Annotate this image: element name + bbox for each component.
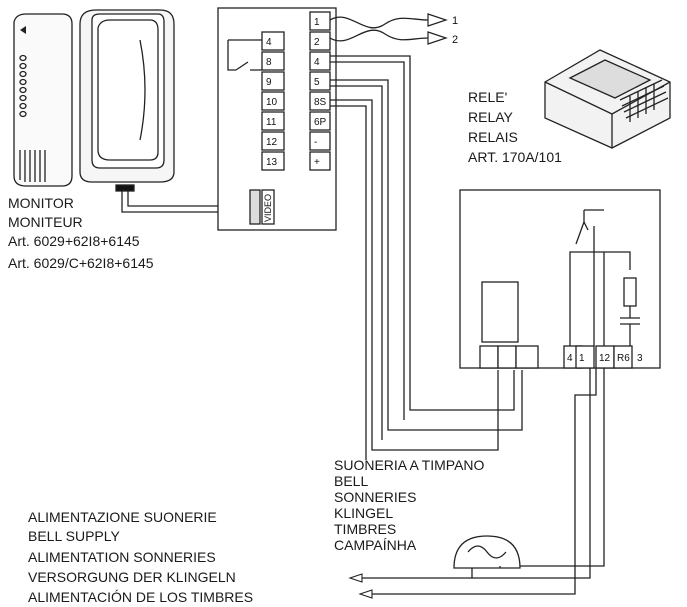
supply-wires <box>470 368 605 580</box>
supply-label-line: BELL SUPPLY <box>28 528 120 544</box>
bell-label-line: CAMPAÍNHA <box>334 537 417 553</box>
output-1-label: 1 <box>452 15 458 27</box>
right-terminal <box>309 71 331 91</box>
left-terminal <box>261 111 285 131</box>
bell-label-line: TIMBRES <box>334 521 396 537</box>
monitor-label: MONITOR MONITEUR Art. 6029+62I8+6145 Art… <box>8 195 154 271</box>
left-terminal-label: 8 <box>266 57 272 68</box>
left-terminal <box>261 91 285 111</box>
supply-label-line: ALIMENTATION SONNERIES <box>28 549 216 565</box>
left-terminal-label: 11 <box>266 117 277 128</box>
relay-terminal-label: R6 <box>617 353 630 364</box>
relay-label-line: RELAY <box>468 109 514 125</box>
relay-terminal-label: 1 <box>579 353 585 364</box>
monitor-label-line: Art. 6029/C+62I8+6145 <box>8 255 154 271</box>
relay-terminal-label: 3 <box>637 353 643 364</box>
left-terminal-label: 9 <box>266 77 272 88</box>
relay-device-icon <box>544 49 671 149</box>
bell-icon <box>453 535 521 578</box>
monitor-label-line: Art. 6029+62I8+6145 <box>8 233 140 249</box>
bell-label-line: KLINGEL <box>334 505 393 521</box>
right-terminal <box>309 11 331 31</box>
relay-terminal-label: 12 <box>599 353 611 364</box>
monitor-unit-icon <box>79 9 175 192</box>
supply-label: ALIMENTAZIONE SUONERIE BELL SUPPLY ALIME… <box>28 509 253 605</box>
right-terminal <box>309 51 331 71</box>
left-terminal-label: 4 <box>266 37 272 48</box>
relay-label-line: RELE' <box>468 89 507 105</box>
supply-label-line: VERSORGUNG DER KLINGELN <box>28 569 236 585</box>
twisted-pair-output: 1 2 <box>329 13 458 46</box>
right-terminal-label: 6P <box>314 117 327 128</box>
relay-terminal-label: 4 <box>567 353 573 364</box>
relay-terminal <box>575 345 595 369</box>
right-terminal-label: 5 <box>314 77 320 88</box>
bell-wires <box>330 55 523 460</box>
bell-label-line: SUONERIA A TIMPANO <box>334 457 485 473</box>
right-terminal-label: - <box>314 137 317 148</box>
monitor-label-line: MONITEUR <box>8 214 83 230</box>
bell-label-line: BELL <box>334 473 368 489</box>
right-terminal <box>309 91 331 111</box>
bell-label: SUONERIA A TIMPANO BELL SONNERIES KLINGE… <box>334 457 485 553</box>
left-terminal-label: 12 <box>266 137 278 148</box>
left-terminal <box>261 131 285 151</box>
left-terminal <box>261 151 285 171</box>
right-terminal-label: 2 <box>314 37 320 48</box>
left-terminal-label: 10 <box>266 97 278 108</box>
left-terminal-label: 13 <box>266 157 278 168</box>
bell-label-line: SONNERIES <box>334 489 416 505</box>
left-terminal <box>261 71 285 91</box>
supply-label-line: ALIMENTAZIONE SUONERIE <box>28 509 217 525</box>
right-terminal-label: 1 <box>314 17 320 28</box>
video-cable <box>121 191 250 213</box>
output-2-label: 2 <box>452 34 458 46</box>
relay-terminal <box>613 345 633 369</box>
right-terminal <box>309 111 331 131</box>
right-terminal <box>309 31 331 51</box>
relay-label-line: RELAIS <box>468 129 518 145</box>
supply-arrows <box>348 573 576 599</box>
relay-label-line: ART. 170A/101 <box>468 149 562 165</box>
right-terminal-label: 8S <box>314 97 327 108</box>
right-terminal <box>309 131 331 151</box>
monitor-handset-icon <box>13 13 73 187</box>
supply-label-line: ALIMENTACIÓN DE LOS TIMBRES <box>28 589 253 605</box>
right-terminal-label: 4 <box>314 57 320 68</box>
right-terminal <box>309 151 331 171</box>
video-label: VIDEO <box>263 194 273 222</box>
monitor-label-line: MONITOR <box>8 195 74 211</box>
relay-label: RELE' RELAY RELAIS ART. 170A/101 <box>468 89 562 165</box>
left-terminal <box>261 51 285 71</box>
right-terminal-label: + <box>314 157 320 168</box>
left-terminal <box>261 31 285 51</box>
